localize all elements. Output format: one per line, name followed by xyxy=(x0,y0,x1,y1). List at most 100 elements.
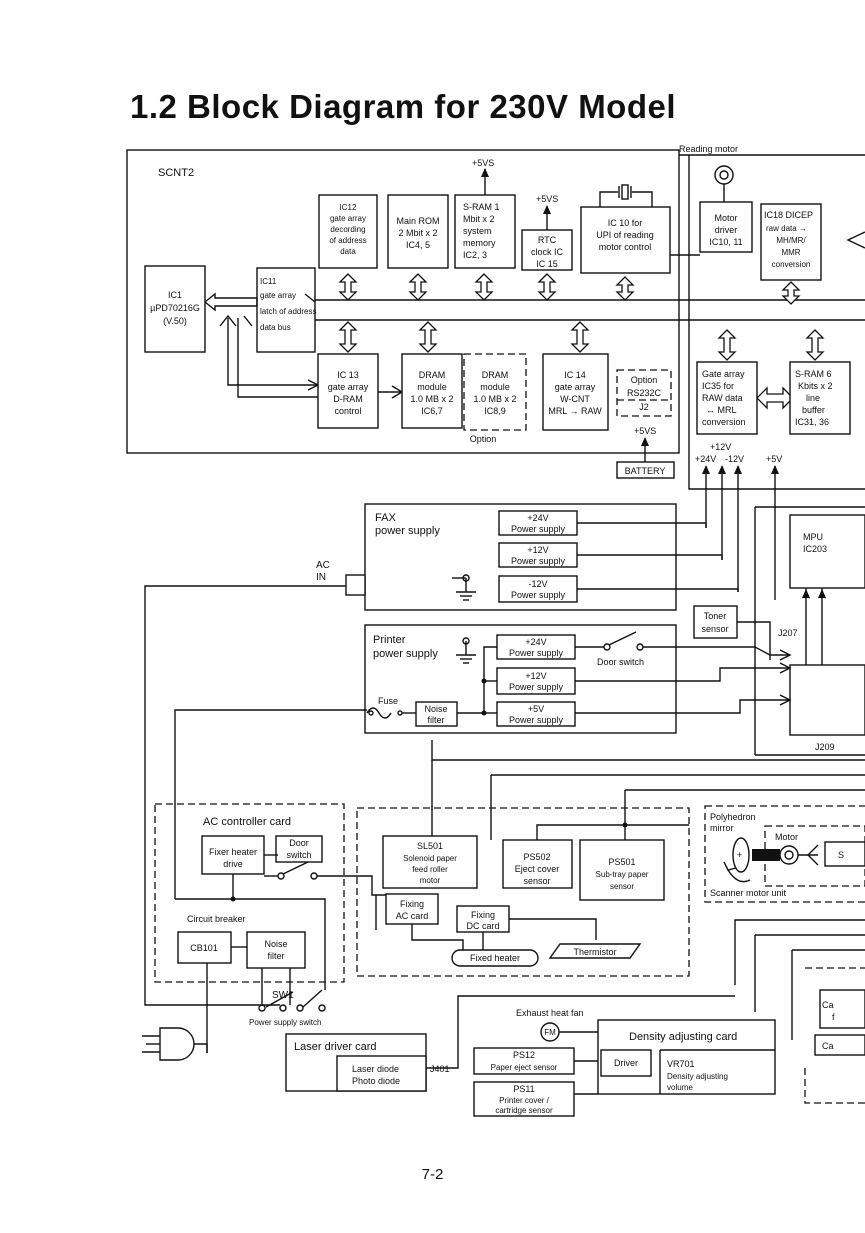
ic12-line5: data xyxy=(340,247,356,256)
rtc-box xyxy=(521,229,573,271)
sram1-line5: IC2, 3 xyxy=(463,250,487,260)
ac-in-line1: AC xyxy=(316,560,330,571)
ic18-line5: conversion xyxy=(772,260,811,269)
exhaust-fan-label: Exhaust heat fan xyxy=(516,1008,584,1018)
noise-filter2-line2: filter xyxy=(267,951,284,961)
fax-12v-line1: +12V xyxy=(527,545,548,555)
door-switch-label: Door switch xyxy=(597,657,644,667)
scnt2-label: SCNT2 xyxy=(158,167,194,179)
ps501-box xyxy=(579,839,665,901)
door-sw-line1: Door xyxy=(289,838,309,848)
noise-filter-box xyxy=(415,701,458,727)
sram1-line1: S-RAM 1 xyxy=(463,202,500,212)
laser-driver-label: Laser driver card xyxy=(294,1041,377,1053)
ca1-label: Ca xyxy=(822,1000,834,1010)
pr-5v-line2: Power supply xyxy=(509,715,564,725)
fuse-icon xyxy=(366,707,392,719)
ic12-line4: of address xyxy=(329,236,366,245)
fixing-dc-line1: Fixing xyxy=(471,910,495,920)
noise-filter-line1: Noise xyxy=(424,704,447,714)
ic13-line3: D-RAM xyxy=(333,394,363,404)
mpu-line1: MPU xyxy=(803,532,823,542)
noise-filter2-box xyxy=(246,931,306,969)
cb101-label: CB101 xyxy=(190,943,218,953)
ic11-line1: IC11 xyxy=(260,277,277,286)
door-sw-line2: switch xyxy=(286,850,311,860)
main-rom-line2: 2 Mbit x 2 xyxy=(398,228,437,238)
gate35-line1: Gate array xyxy=(702,369,745,379)
engine-region-box xyxy=(356,807,690,977)
ic14-line1: IC 14 xyxy=(564,370,586,380)
ps501-line2: Sub-tray paper xyxy=(596,870,649,879)
gate35-line5: conversion xyxy=(702,417,746,427)
fixing-dc-line2: DC card xyxy=(466,921,499,931)
ic14-box xyxy=(542,353,609,431)
ps12-box xyxy=(473,1047,575,1075)
fax-24v-line2: Power supply xyxy=(511,524,566,534)
ground-icon xyxy=(452,574,476,601)
ic18-line3: MH/MR/ xyxy=(776,236,806,245)
circuit-breaker-label: Circuit breaker xyxy=(187,914,246,924)
ps501-line1: PS501 xyxy=(608,857,635,867)
ps12-line2: Paper eject sensor xyxy=(491,1063,558,1072)
gate35-line4: ↔ MRL xyxy=(706,405,737,415)
ic18-box xyxy=(760,203,822,281)
motor-driver-line2: driver xyxy=(715,225,738,235)
ic12-box xyxy=(318,194,378,269)
sram6-line4: buffer xyxy=(802,405,825,415)
pr-24v-box xyxy=(496,634,576,660)
scanner-motor-label: Scanner motor unit xyxy=(710,888,787,898)
fax-12v-line2: Power supply xyxy=(511,556,566,566)
dram2-line4: IC8,9 xyxy=(484,406,506,416)
polyhedron-line2: mirror xyxy=(710,823,734,833)
laser-diode-line1: Laser diode xyxy=(352,1064,399,1074)
noise-filter2-line1: Noise xyxy=(264,939,287,949)
pr-12v-box xyxy=(496,667,576,695)
vm12-label: -12V xyxy=(725,454,744,464)
thermistor-label: Thermistor xyxy=(573,947,616,957)
dram2-line1: DRAM xyxy=(482,370,509,380)
ic1-line1: IC1 xyxy=(168,290,182,300)
printer-power-supply-box xyxy=(364,624,677,734)
j209-label: J209 xyxy=(815,742,835,752)
sl501-box xyxy=(382,835,478,889)
dram2-line2: module xyxy=(480,382,510,392)
ac-controller-label: AC controller card xyxy=(203,816,291,828)
sram6-line1: S-RAM 6 xyxy=(795,369,832,379)
v24-label: +24V xyxy=(695,454,716,464)
rtc-line2: clock IC xyxy=(531,247,564,257)
fixed-heater-box xyxy=(451,949,539,967)
density-card-label: Density adjusting card xyxy=(629,1031,737,1043)
fixed-heater-label: Fixed heater xyxy=(470,953,520,963)
motor-driver-box xyxy=(699,201,753,253)
ac-controller-card-box xyxy=(154,803,345,983)
noise-filter-line2: filter xyxy=(427,715,444,725)
motor-icon xyxy=(779,845,799,865)
motor-driver-line3: IC10, 11 xyxy=(709,237,742,247)
toner-line2: sensor xyxy=(701,624,728,634)
sl501-line2: Solenoid paper xyxy=(403,854,457,863)
mpu-line2: IC203 xyxy=(803,544,827,554)
sl501-line1: SL501 xyxy=(417,841,443,851)
dram1-box xyxy=(401,353,463,429)
option-rs-line1: Option xyxy=(631,375,658,385)
sw1-label: SW1 xyxy=(272,990,294,1001)
ps501-line3: sensor xyxy=(610,882,634,891)
s-cut-label: S xyxy=(838,850,844,860)
ps12-line1: PS12 xyxy=(513,1050,535,1060)
ic11-line3: latch of address xyxy=(260,307,316,316)
polyhedron-line1: Polyhedron xyxy=(710,812,756,822)
pr-5v-box xyxy=(496,701,576,727)
vr701-line1: VR701 xyxy=(667,1059,695,1069)
motor-shaft-icon xyxy=(752,849,780,861)
cpu-lower-box xyxy=(789,664,865,736)
sl501-line3: feed roller xyxy=(412,865,448,874)
j207-label: J207 xyxy=(778,628,798,638)
dram1-line4: IC6,7 xyxy=(421,406,443,416)
option-rs-line3: J2 xyxy=(639,402,649,412)
polyhedron-mirror-icon xyxy=(732,837,750,873)
mpu-box xyxy=(789,514,865,589)
pr-12v-line2: Power supply xyxy=(509,682,564,692)
bus-arrows xyxy=(338,273,825,361)
rtc-line3: IC 15 xyxy=(536,259,558,269)
